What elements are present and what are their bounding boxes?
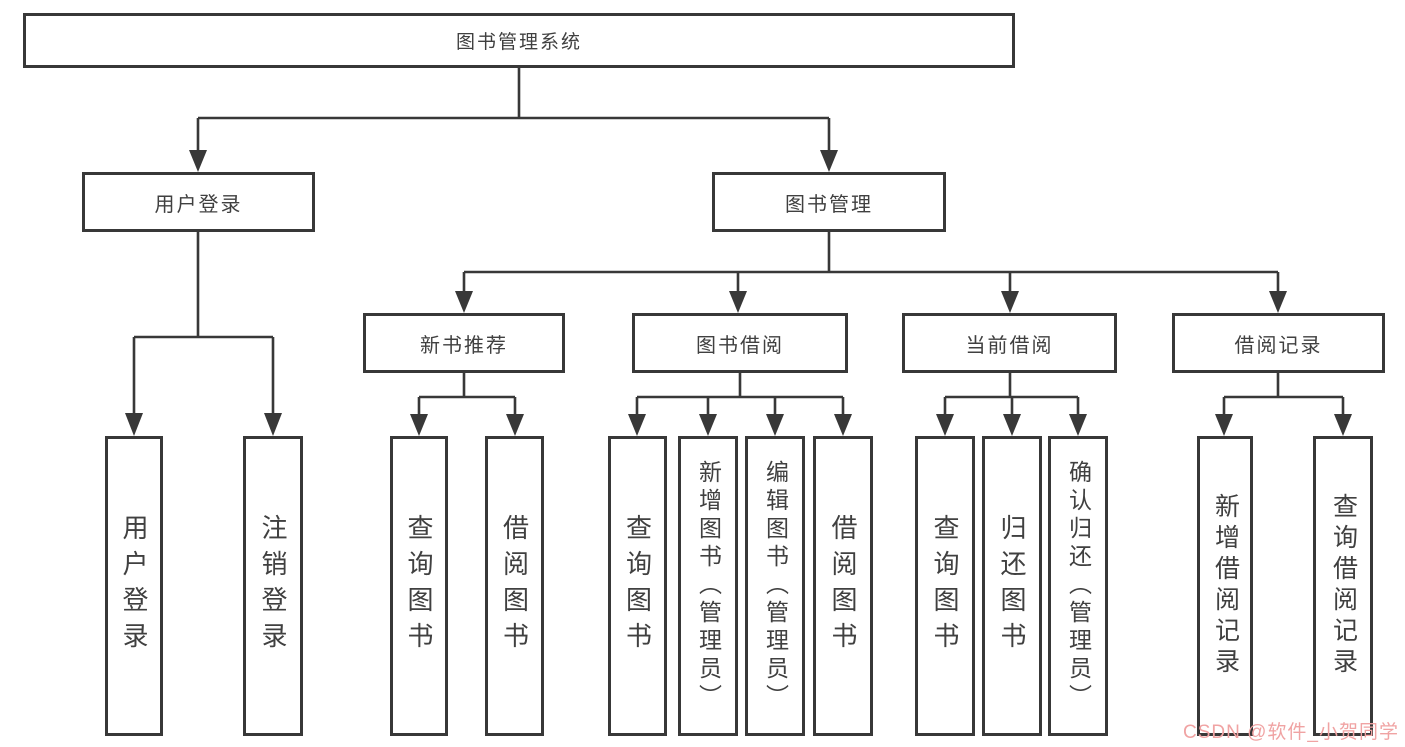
leaf-borrow-borrow-books-label: 借阅图书 <box>828 514 858 658</box>
leaf-user-login: 用户登录 <box>105 436 163 736</box>
leaf-current-query-books: 查询图书 <box>915 436 975 736</box>
leaf-confirm-return-admin-label: 确认归还（管理员） <box>1065 460 1092 712</box>
leaf-confirm-return-admin: 确认归还（管理员） <box>1048 436 1108 736</box>
node-borrowing-records: 借阅记录 <box>1172 313 1385 373</box>
leaf-logout: 注销登录 <box>243 436 303 736</box>
leaf-edit-books-admin-label: 编辑图书（管理员） <box>762 460 789 712</box>
leaf-edit-books-admin: 编辑图书（管理员） <box>745 436 805 736</box>
leaf-user-login-label: 用户登录 <box>119 514 149 658</box>
node-user-login: 用户登录 <box>82 172 315 232</box>
leaf-add-borrow-record-label: 新增借阅记录 <box>1211 493 1240 679</box>
leaf-borrow-query-books-label: 查询图书 <box>622 514 653 658</box>
node-root-system: 图书管理系统 <box>23 13 1015 68</box>
leaf-current-query-books-label: 查询图书 <box>930 514 960 658</box>
leaf-newrec-query-books: 查询图书 <box>390 436 448 736</box>
leaf-logout-label: 注销登录 <box>258 514 288 658</box>
leaf-borrow-borrow-books: 借阅图书 <box>813 436 873 736</box>
csdn-watermark: CSDN @软件_小贺同学 <box>1183 722 1399 743</box>
leaf-query-borrow-record: 查询借阅记录 <box>1313 436 1373 736</box>
leaf-return-books: 归还图书 <box>982 436 1042 736</box>
leaf-newrec-query-books-label: 查询图书 <box>404 514 434 658</box>
leaf-newrec-borrow-books-label: 借阅图书 <box>499 514 530 658</box>
leaf-newrec-borrow-books: 借阅图书 <box>485 436 544 736</box>
leaf-add-borrow-record: 新增借阅记录 <box>1197 436 1253 736</box>
node-book-borrowing: 图书借阅 <box>632 313 848 373</box>
leaf-query-borrow-record-label: 查询借阅记录 <box>1329 493 1358 679</box>
node-book-management: 图书管理 <box>712 172 946 232</box>
leaf-borrow-query-books: 查询图书 <box>608 436 667 736</box>
node-new-book-recommend: 新书推荐 <box>363 313 565 373</box>
leaf-add-books-admin-label: 新增图书（管理员） <box>695 460 722 712</box>
leaf-add-books-admin: 新增图书（管理员） <box>678 436 738 736</box>
leaf-return-books-label: 归还图书 <box>997 514 1027 658</box>
node-current-borrowing: 当前借阅 <box>902 313 1117 373</box>
